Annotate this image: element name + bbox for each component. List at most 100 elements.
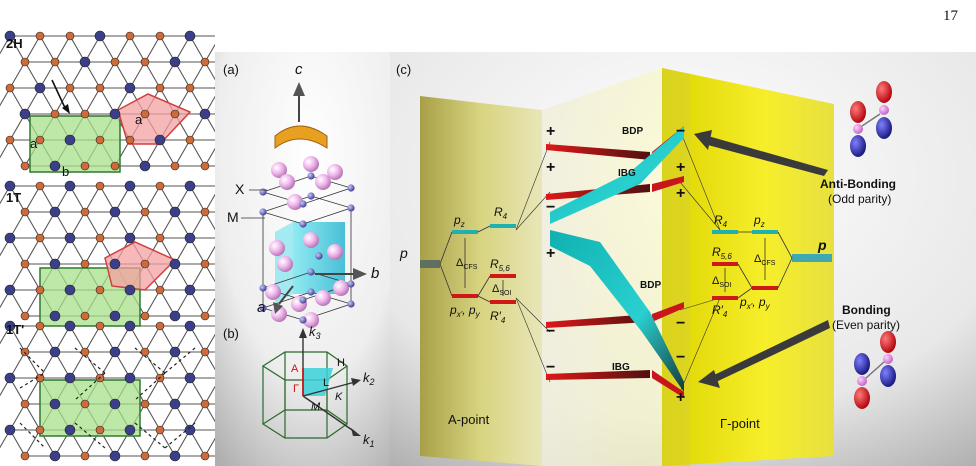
irreducible-wedge	[303, 368, 333, 396]
metal-atom	[109, 206, 121, 218]
anti-bonding-label: Anti-Bonding	[820, 177, 896, 191]
metal-atom	[64, 232, 76, 244]
metal-atom	[184, 320, 196, 332]
a-level-p: p	[399, 245, 408, 261]
chalcogen-atom	[20, 161, 30, 171]
chalcogen-atom	[80, 207, 90, 217]
chalcogen-atom	[65, 31, 75, 41]
metal-atom	[49, 398, 61, 410]
page-number: 17	[943, 8, 958, 24]
chalcogen-atom	[95, 181, 105, 191]
lattice-label-1tp: 1T'	[6, 322, 24, 337]
chalcogen-atom	[95, 233, 105, 243]
chalcogen-atom	[200, 451, 210, 461]
metal-atom	[49, 160, 61, 172]
metal-atom	[184, 180, 196, 192]
metal-atom	[34, 82, 46, 94]
right-sign-3: +	[676, 185, 685, 202]
metal-atom	[169, 310, 181, 322]
panel-b-label: (b)	[223, 326, 239, 341]
chalcogen-atom	[200, 347, 210, 357]
shift-arrow	[51, 79, 67, 111]
metal-atom	[4, 284, 16, 296]
k1-label: k1	[363, 432, 375, 449]
metal-atom	[315, 252, 323, 260]
chalcogen-atom	[279, 174, 295, 190]
bonding-orbital	[854, 331, 896, 409]
chalcogen-atom	[200, 207, 210, 217]
lattice-panel: 2H 1T 1T' a b a	[0, 30, 215, 462]
axis-a-label: a	[257, 299, 265, 316]
chalcogen-atom	[327, 244, 343, 260]
metal-atom	[169, 450, 181, 462]
cyan-band-lower	[550, 230, 684, 392]
metal-atom	[109, 108, 121, 120]
right-sign-1: −	[676, 123, 685, 140]
a-level-r56: R5,6	[490, 257, 510, 273]
lattice-atoms	[4, 30, 215, 462]
metal-atom	[4, 372, 16, 384]
chalcogen-atom	[35, 135, 45, 145]
metal-atom	[259, 304, 267, 312]
right-sign-2: +	[676, 159, 685, 176]
metal-atom	[109, 450, 121, 462]
chalcogen-atom	[20, 451, 30, 461]
label-bdp-bottom: BDP	[640, 280, 661, 291]
metal-atom	[64, 372, 76, 384]
label-bdp-top: BDP	[622, 126, 643, 137]
metal-atom	[109, 258, 121, 270]
chalcogen-atom	[80, 259, 90, 269]
chalcogen-atom	[170, 109, 180, 119]
chalcogen-atom	[327, 164, 343, 180]
panel-a-label: (a)	[223, 62, 239, 77]
left-sign-3: −	[546, 199, 555, 216]
hexagon-1t	[104, 241, 177, 291]
chalcogen-atom	[125, 31, 135, 41]
k2-label: k2	[363, 370, 375, 387]
metal-atom	[299, 220, 307, 228]
metal-atom	[19, 108, 31, 120]
metal-atom	[124, 232, 136, 244]
a-point-levels	[420, 224, 516, 304]
bz-point-M: M	[311, 401, 321, 413]
gamma-point-label: Γ-point	[720, 416, 760, 431]
chalcogen-atom	[287, 194, 303, 210]
metal-atom	[124, 424, 136, 436]
chalcogen-atom	[303, 156, 319, 172]
metal-atom	[299, 296, 307, 304]
metal-atom	[94, 30, 106, 42]
metal-atom	[169, 258, 181, 270]
a-level-r4prime: R′4	[490, 309, 506, 325]
chalcogen-atom	[155, 233, 165, 243]
metal-atom	[307, 288, 315, 296]
left-sign-6: −	[546, 359, 555, 376]
anti-bonding-orbital	[850, 81, 892, 157]
metal-atom	[109, 346, 121, 358]
metal-atom	[124, 284, 136, 296]
left-sign-4: +	[546, 245, 555, 262]
chalcogen-atom	[170, 161, 180, 171]
chalcogen-atom	[95, 285, 105, 295]
lattice-label-1t: 1T	[6, 190, 21, 205]
bz-point-H: H	[337, 357, 345, 369]
metal-atom	[259, 208, 267, 216]
metal-atom	[347, 184, 355, 192]
metal-atom	[64, 284, 76, 296]
crystal-atoms	[259, 156, 355, 328]
metal-atom	[259, 284, 267, 292]
chalcogen-atom	[95, 135, 105, 145]
band-diagram-panel: (c) BDP IBG BDP IBG + + − + − − −	[390, 52, 976, 466]
g-level-r4prime: R′4	[712, 303, 728, 319]
chalcogen-atom	[155, 31, 165, 41]
chalcogen-atom	[315, 174, 331, 190]
g-delta-soi: ΔSOI	[712, 275, 731, 289]
a-level-r4: R4	[494, 205, 508, 221]
chalcogen-atom	[200, 399, 210, 409]
chalcogen-atom	[20, 311, 30, 321]
chalcogen-atom	[35, 181, 45, 191]
chalcogen-atom	[35, 425, 45, 435]
g-level-pxpy: px', py	[739, 295, 771, 311]
g-delta-cfs: ΔCFS	[754, 253, 776, 267]
even-parity-label: (Even parity)	[832, 318, 900, 332]
chalcogen-atom	[140, 347, 150, 357]
